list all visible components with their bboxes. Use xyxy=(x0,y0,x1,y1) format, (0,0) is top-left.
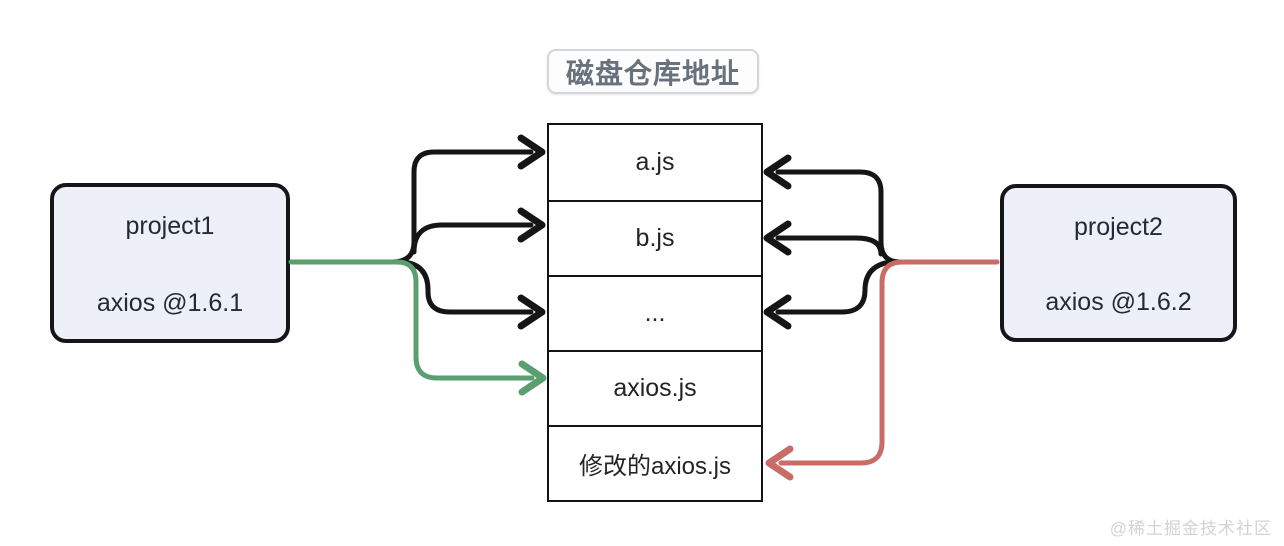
disk-repo-table: a.js b.js ... axios.js 修改的axios.js xyxy=(547,123,763,502)
project2-name: project2 xyxy=(1074,213,1163,241)
repo-row-label: ... xyxy=(644,299,666,327)
project2-to-ellipsis-arrowhead-icon xyxy=(763,294,792,330)
disk-repo-title-label: 磁盘仓库地址 xyxy=(566,57,741,89)
project1-to-ellipsis-arrowhead-icon xyxy=(517,294,546,330)
repo-row-label: 修改的axios.js xyxy=(578,453,732,480)
project1-to-axiosjs-arrowhead-icon xyxy=(518,360,547,396)
project2-to-ajs-arrowhead-icon xyxy=(763,154,792,190)
repo-row-ellipsis: ... xyxy=(549,275,761,350)
repo-row-modified-axiosjs: 修改的axios.js xyxy=(549,425,761,500)
project1-to-ajs-arrow xyxy=(389,149,534,265)
project1-arrows xyxy=(288,134,547,396)
project1-name: project1 xyxy=(125,212,215,240)
project2-dependency: axios @1.6.2 xyxy=(1045,288,1192,316)
project2-to-modified-axiosjs-arrow xyxy=(778,259,1000,466)
project2-arrows xyxy=(763,154,1000,481)
project2-to-modified-axiosjs-arrowhead-icon xyxy=(765,445,794,481)
repo-row-label: axios.js xyxy=(613,374,697,402)
project1-to-bjs-arrowhead-icon xyxy=(517,207,546,243)
project2-to-bjs-arrowhead-icon xyxy=(763,220,792,256)
project1-to-axiosjs-arrow xyxy=(288,259,535,381)
repo-row-label: b.js xyxy=(635,224,675,252)
repo-row-axiosjs: axios.js xyxy=(549,350,761,425)
project1-to-bjs-arrow xyxy=(411,222,534,255)
repo-row-ajs: a.js xyxy=(549,125,761,200)
project1-dependency: axios @1.6.1 xyxy=(96,289,244,317)
repo-row-label: a.js xyxy=(635,148,675,176)
repo-row-bjs: b.js xyxy=(549,200,761,275)
project1-box: project1 axios @1.6.1 xyxy=(50,183,290,343)
project2-to-ellipsis-arrow xyxy=(775,259,893,315)
project2-to-ajs-arrow xyxy=(775,169,903,265)
project1-to-ellipsis-arrow xyxy=(401,259,534,315)
disk-repo-title-badge: 磁盘仓库地址 xyxy=(547,49,760,94)
watermark: @稀土掘金技术社区 xyxy=(1109,519,1272,538)
project2-to-bjs-arrow xyxy=(775,235,884,257)
project2-box: project2 axios @1.6.2 xyxy=(1000,184,1237,342)
project1-to-ajs-arrowhead-icon xyxy=(517,134,546,170)
